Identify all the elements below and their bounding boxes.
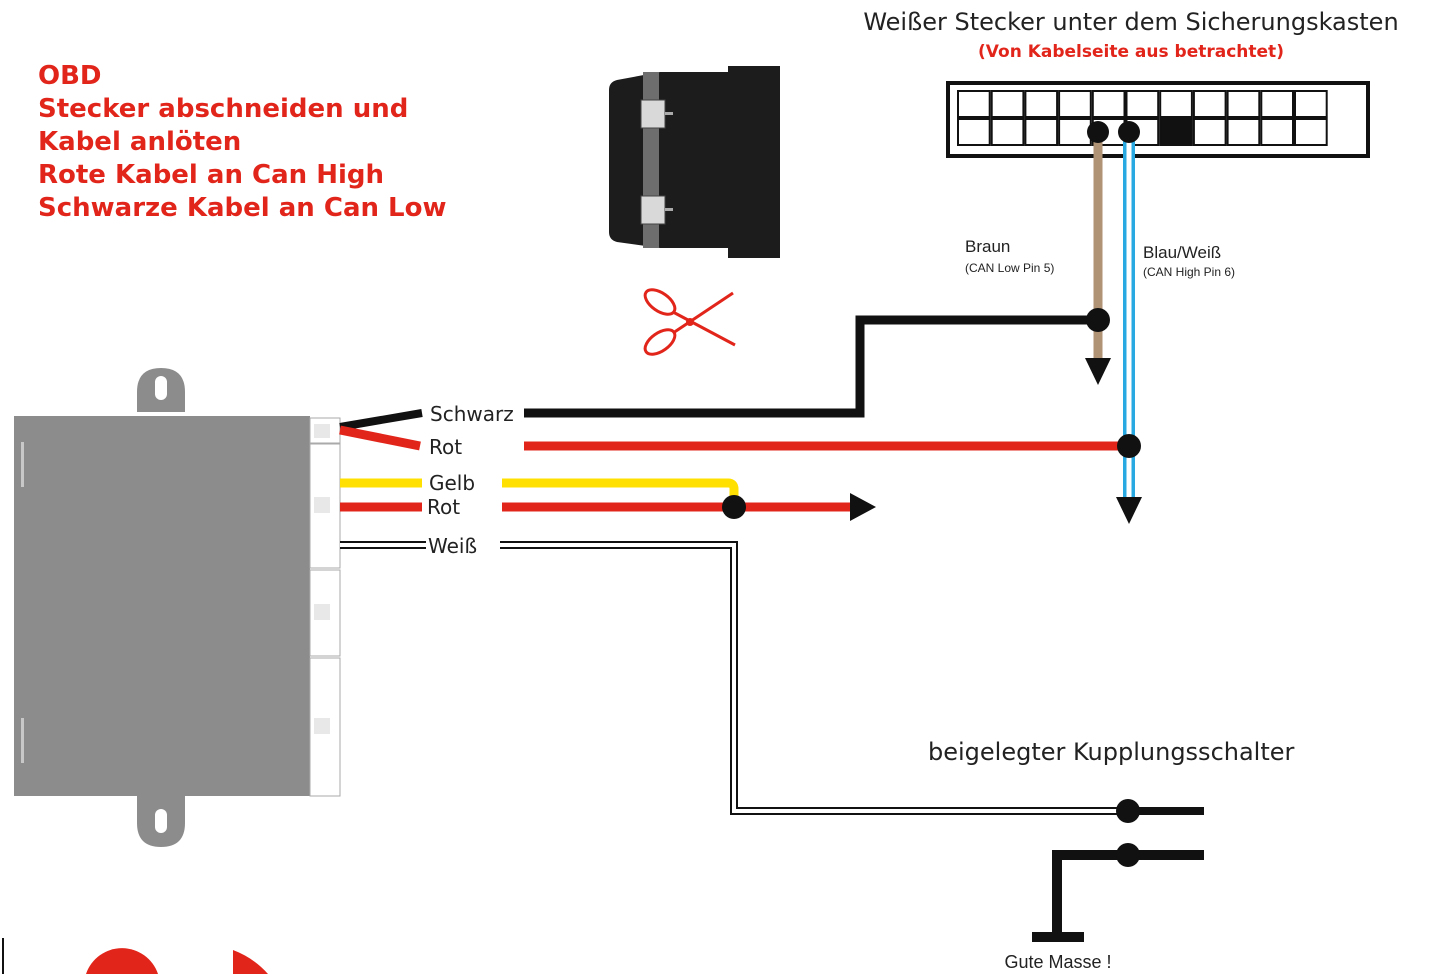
instruction-text: OBD Stecker abschneiden und Kabel anlöte… [38,61,447,223]
connector-pin [1294,90,1328,118]
wire-rot-2 [340,493,876,521]
ground-label: Gute Masse ! [1004,952,1111,972]
connector-pin-grid [957,90,1328,146]
clutch-switch-label: beigelegter Kupplungsschalter [928,738,1295,766]
connector-title: Weißer Stecker unter dem Sicherungskaste… [863,8,1398,36]
blue-wire-label: Blau/Weiß [1143,243,1221,262]
instruction-line-4: Rote Kabel an Can High [38,160,384,190]
connector-pin [1024,90,1059,118]
wire-weiss [340,541,1128,815]
connector-pin [957,118,991,146]
connector-pin [1294,118,1328,146]
instruction-line-1: OBD [38,61,102,91]
brown-wire-label: Braun [965,237,1010,256]
clutch-switch [1032,799,1204,942]
fusebox-connector [946,81,1370,158]
connector-pin [1058,118,1092,146]
connector-pin [1091,90,1126,118]
connector-subtitle: (Von Kabelseite aus betrachtet) [978,42,1284,62]
connector-pin [1058,90,1092,118]
connector-pin [990,90,1025,118]
connector-pin [1226,118,1261,146]
wire-gelb [340,478,739,508]
wire-rot-1 [339,425,1141,458]
instruction-line-2: Stecker abschneiden und [38,94,408,124]
connector-pin [1226,90,1261,118]
connector-pin [1260,90,1295,118]
label-schwarz: Schwarz [430,402,514,426]
connector-pin [1192,118,1227,146]
control-module [14,368,341,847]
scissors-icon [643,288,736,356]
connector-pin [1192,90,1227,118]
brown-wire-note: (CAN Low Pin 5) [965,261,1054,275]
instruction-line-5: Schwarze Kabel an Can Low [38,193,447,223]
blue-white-wire-can-high [1116,121,1142,524]
logo-fragment [2,938,268,974]
connector-pin [1260,118,1295,146]
brown-wire-can-low [1085,121,1111,385]
label-gelb: Gelb [429,471,475,495]
connector-pin [1125,90,1160,118]
obd-plug-icon [609,66,780,258]
label-weiss: Weiß [428,534,477,558]
blue-wire-note: (CAN High Pin 6) [1143,265,1235,279]
connector-pin [1024,118,1059,146]
instruction-line-3: Kabel anlöten [38,127,241,157]
label-rot-2: Rot [427,495,460,519]
label-rot-1: Rot [429,435,462,459]
connector-pin [957,90,991,118]
connector-pin [990,118,1025,146]
connector-pin [1159,118,1193,146]
connector-pin [1159,90,1193,118]
wire-schwarz [339,308,1110,431]
